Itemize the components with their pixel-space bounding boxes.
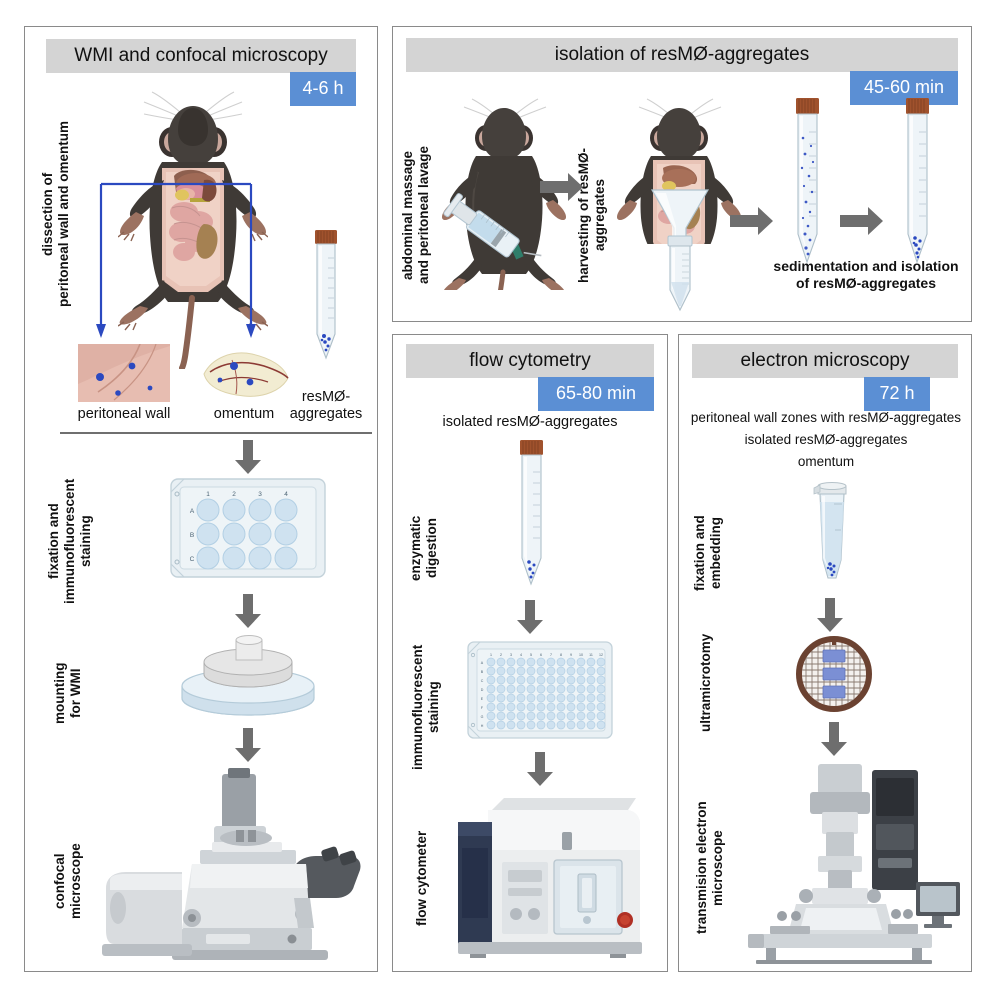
arrow-grid-to-tem bbox=[820, 722, 848, 756]
flow-cytometer-illustration bbox=[450, 792, 652, 958]
syringe-illustration bbox=[432, 192, 542, 302]
svg-text:C: C bbox=[190, 556, 195, 563]
sample-label-em-1: peritoneal wall zones with resMØ-aggrega… bbox=[690, 410, 962, 425]
time-badge-isolation: 45-60 min bbox=[850, 71, 958, 105]
conical-tube-suspension bbox=[786, 98, 828, 272]
svg-text:3: 3 bbox=[510, 653, 512, 657]
svg-text:B: B bbox=[190, 532, 194, 539]
svg-text:2: 2 bbox=[232, 491, 236, 498]
step-label-harvesting: harvesting of resMØ- aggregates bbox=[576, 147, 607, 283]
svg-text:C: C bbox=[481, 679, 484, 683]
time-badge-flow: 65-80 min bbox=[538, 377, 654, 411]
sample-label-em-2: isolated resMØ-aggregates bbox=[744, 432, 908, 447]
omentum-tissue-image bbox=[198, 340, 290, 402]
step-label-mounting: mounting for WMI bbox=[52, 662, 83, 724]
step-label-tem: transmision electron microscope bbox=[694, 801, 725, 935]
panel-title-wmi: WMI and confocal microscopy bbox=[46, 39, 356, 73]
arrow-to-sedimented-tube bbox=[840, 206, 884, 236]
svg-text:B: B bbox=[481, 670, 484, 674]
conical-tube-sedimented bbox=[896, 98, 938, 272]
panel-title-flow: flow cytometry bbox=[406, 344, 654, 378]
svg-text:7: 7 bbox=[550, 653, 552, 657]
step-label-ultramicrotomy: ultramicrotomy bbox=[698, 633, 713, 733]
step-label-flow-cytometer: flow cytometer bbox=[414, 830, 429, 926]
svg-text:F: F bbox=[481, 706, 484, 710]
arrow-plate-to-cytometer bbox=[526, 752, 554, 786]
svg-text:11: 11 bbox=[589, 653, 593, 657]
svg-text:H: H bbox=[481, 724, 484, 728]
svg-text:4: 4 bbox=[520, 653, 522, 657]
panel-wmi-divider bbox=[60, 432, 372, 434]
arrow-lavage-to-harvest bbox=[540, 172, 584, 202]
arrow-em-to-grid bbox=[816, 598, 844, 632]
sample-label-flow: isolated resMØ-aggregates bbox=[442, 414, 618, 430]
arrow-to-well-plate bbox=[234, 440, 262, 474]
arrow-to-mounting bbox=[234, 594, 262, 628]
svg-text:4: 4 bbox=[284, 491, 288, 498]
svg-text:D: D bbox=[481, 688, 484, 692]
conical-tube-flow-sample bbox=[510, 440, 552, 592]
svg-text:2: 2 bbox=[500, 653, 502, 657]
svg-text:A: A bbox=[190, 508, 195, 515]
svg-text:A: A bbox=[481, 661, 484, 665]
svg-text:E: E bbox=[481, 697, 484, 701]
transmission-electron-microscope-illustration bbox=[726, 764, 962, 964]
tem-grid-with-sections bbox=[796, 636, 872, 712]
svg-text:8: 8 bbox=[560, 653, 562, 657]
step-label-enzymatic-digestion: enzymatic digestion bbox=[408, 515, 439, 581]
step-label-dissection: dissection of peritoneal wall and omentu… bbox=[40, 120, 71, 308]
caption-omentum: omentum bbox=[213, 406, 275, 422]
mouse-dissected-illustration bbox=[118, 84, 268, 369]
arrow-flow-to-plate bbox=[516, 600, 544, 634]
arrow-to-confocal bbox=[234, 728, 262, 762]
funnel-and-tube bbox=[638, 188, 722, 312]
microcentrifuge-tube-em bbox=[806, 482, 858, 588]
dissection-connector-lines bbox=[96, 176, 256, 346]
twelve-well-plate: 1 2 3 4 A B C bbox=[168, 476, 328, 580]
conical-tube-aggregates-p1 bbox=[306, 230, 346, 366]
arrow-harvest-to-tube bbox=[730, 206, 774, 236]
caption-resmo-aggregates-p1: resMØ- aggregates bbox=[289, 389, 363, 423]
step-label-fixation-staining: fixation and immunofluorescent staining bbox=[46, 478, 93, 604]
step-label-fixation-embedding: fixation and embedding bbox=[692, 515, 723, 591]
caption-peritoneal-wall: peritoneal wall bbox=[77, 406, 171, 422]
confocal-microscope-illustration bbox=[96, 768, 364, 962]
svg-text:G: G bbox=[481, 715, 484, 719]
time-badge-wmi: 4-6 h bbox=[290, 72, 356, 106]
step-label-if-staining-flow: immunofluorescent staining bbox=[410, 644, 441, 770]
sample-label-em-3: omentum bbox=[797, 454, 855, 469]
time-badge-em: 72 h bbox=[864, 377, 930, 411]
svg-text:3: 3 bbox=[258, 491, 262, 498]
svg-text:6: 6 bbox=[540, 653, 542, 657]
peritoneal-wall-tissue-image bbox=[78, 344, 170, 402]
panel-title-isolation: isolation of resMØ-aggregates bbox=[406, 38, 958, 72]
step-label-confocal: confocal microscope bbox=[52, 843, 83, 919]
svg-text:9: 9 bbox=[570, 653, 572, 657]
svg-text:1: 1 bbox=[490, 653, 492, 657]
mounting-dish-wmi bbox=[178, 634, 318, 720]
svg-text:10: 10 bbox=[579, 653, 583, 657]
svg-text:1: 1 bbox=[206, 491, 210, 498]
panel-title-em: electron microscopy bbox=[692, 344, 958, 378]
svg-text:5: 5 bbox=[530, 653, 532, 657]
svg-text:12: 12 bbox=[599, 653, 603, 657]
caption-sedimentation: sedimentation and isolation of resMØ-agg… bbox=[773, 258, 959, 291]
